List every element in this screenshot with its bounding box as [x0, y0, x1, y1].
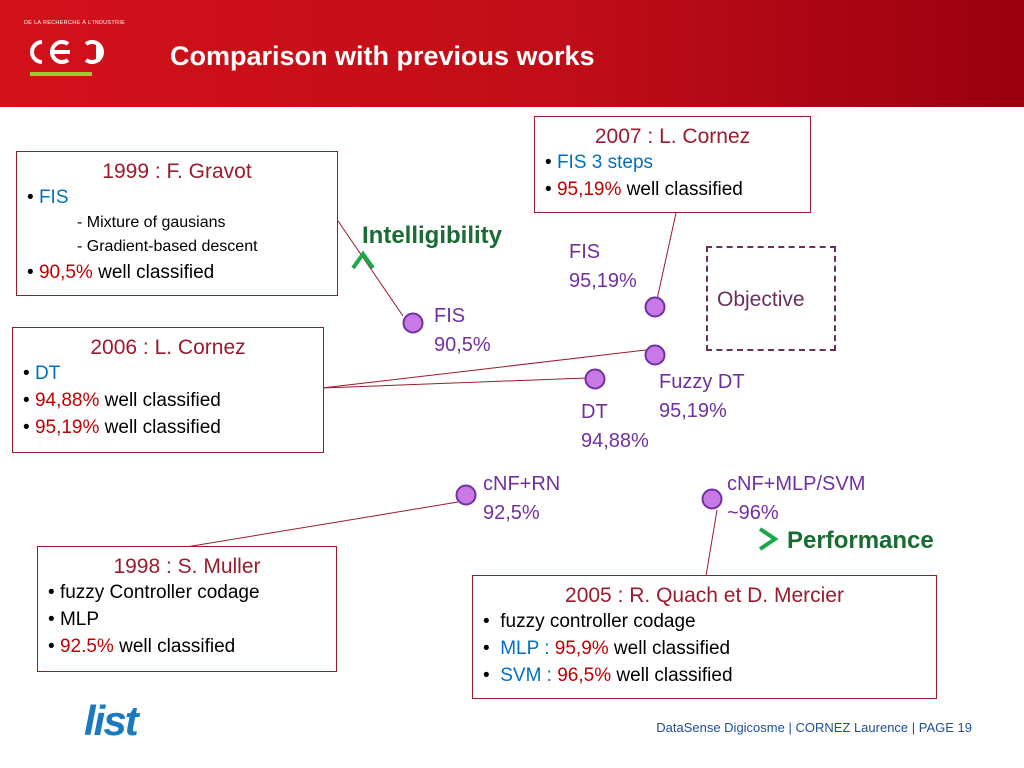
box-line-fis: • FIS [27, 187, 69, 208]
box-line-1: • fuzzy controller codage [483, 611, 696, 632]
box-line-mlp: • MLP : 95,9% well classified [483, 638, 731, 659]
accuracy-value: 94,88% [34, 390, 100, 411]
fis-label: FIS 3 steps [556, 152, 654, 173]
objective-label: Objective [717, 288, 805, 311]
line-text: fuzzy Controller codage [59, 582, 260, 603]
svm-label: SVM : [500, 665, 558, 686]
cea-logo [30, 40, 104, 76]
line-text: MLP [59, 609, 100, 630]
point-fis-2007 [644, 296, 666, 318]
list-logo: list [84, 702, 143, 738]
connector-muller [185, 501, 459, 548]
accuracy-value: 92.5% [59, 636, 114, 657]
point-label-cnf-mlp-svm: cNF+MLP/SVM ~96% [727, 470, 865, 528]
connector-gravot [335, 217, 404, 317]
box-muller-1998: 1998 : S. Muller • fuzzy Controller coda… [37, 546, 337, 672]
point-label-name: cNF+RN [483, 473, 561, 495]
line-text: fuzzy controller codage [500, 611, 696, 632]
box-quach-2005: 2005 : R. Quach et D. Mercier • fuzzy co… [472, 575, 937, 699]
point-label-value: 94,88% [581, 430, 649, 452]
point-label-dt: DT 94,88% [581, 398, 649, 456]
accuracy-value: 95,19% [34, 417, 100, 438]
box-line-accuracy-1: • 94,88% well classified [23, 390, 221, 411]
x-axis-label: Performance [787, 527, 934, 554]
box-title: 2006 : L. Cornez [90, 336, 246, 359]
accuracy-label: well classified [92, 262, 215, 283]
objective-box: Objective [706, 246, 836, 351]
box-cornez-2007: 2007 : L. Cornez • FIS 3 steps • 95,19% … [534, 116, 811, 213]
point-label-fis-2007: FIS 95,19% [569, 238, 637, 296]
box-line-fis: • FIS 3 steps [545, 152, 654, 173]
point-label-name: cNF+MLP/SVM [727, 473, 866, 495]
point-label-fuzzy-dt: Fuzzy DT 95,19% [659, 368, 745, 426]
connector-quach [705, 509, 718, 577]
page-title: Comparison with previous works [170, 41, 595, 71]
accuracy-value: 96,5% [557, 665, 612, 686]
accuracy-label: well classified [113, 636, 236, 657]
box-title: 1998 : S. Muller [113, 555, 261, 578]
box-line-accuracy: • 92.5% well classified [48, 636, 236, 657]
box-title: 1999 : F. Gravot [102, 160, 252, 183]
accuracy-label: well classified [99, 390, 221, 411]
point-label-name: Fuzzy DT [659, 371, 745, 393]
svg-text:list: list [84, 702, 141, 738]
point-fuzzy-dt [644, 344, 666, 366]
point-label-fis-1999: FIS 90,5% [434, 302, 491, 360]
accuracy-label: well classified [99, 417, 221, 438]
header-bar: DE LA RECHERCHE À L'INDUSTRIE Comparison… [0, 0, 1024, 107]
mlp-label: MLP : [500, 638, 555, 659]
box-sub-gradient: - Gradient-based descent [77, 238, 258, 255]
cea-tagline: DE LA RECHERCHE À L'INDUSTRIE [24, 20, 126, 26]
point-cnf-mlp-svm [701, 488, 723, 510]
point-label-value: 92,5% [483, 502, 540, 524]
point-label-value: 90,5% [434, 334, 491, 356]
box-title: 2007 : L. Cornez [594, 125, 751, 148]
connector-cornez2006-fuzzydt [321, 349, 647, 389]
y-axis-arrowhead [351, 250, 375, 270]
point-dt [584, 368, 606, 390]
point-label-value: ~96% [727, 502, 779, 524]
dt-label: DT [34, 363, 61, 384]
box-line-dt: • DT [23, 363, 61, 384]
accuracy-label: well classified [611, 665, 733, 686]
box-line-accuracy: • 90,5% well classified [27, 262, 215, 283]
box-line-1: • fuzzy Controller codage [48, 582, 260, 603]
box-line-accuracy-2: • 95,19% well classified [23, 417, 221, 438]
point-label-name: DT [581, 401, 608, 423]
x-axis-arrowhead [758, 527, 779, 551]
accuracy-value: 95,19% [556, 179, 622, 200]
box-line-2: • MLP [48, 609, 100, 630]
connector-cornez2007 [655, 212, 677, 305]
box-gravot-1999: 1999 : F. Gravot • FIS - Mixture of gaus… [16, 151, 338, 296]
point-label-value: 95,19% [569, 270, 637, 292]
fis-label: FIS [38, 187, 69, 208]
point-label-name: FIS [569, 241, 601, 263]
box-title: 2005 : R. Quach et D. Mercier [565, 584, 844, 607]
footer-text: DataSense Digicosme | CORNEZ Laurence | … [656, 720, 972, 735]
box-cornez-2006: 2006 : L. Cornez • DT • 94,88% well clas… [12, 327, 324, 453]
point-fis-1999 [402, 312, 424, 334]
point-label-cnf-rn: cNF+RN 92,5% [483, 470, 560, 528]
accuracy-label: well classified [621, 179, 743, 200]
accuracy-label: well classified [608, 638, 731, 659]
box-sub-mixture: - Mixture of gausians [77, 214, 226, 231]
point-cnf-rn [455, 484, 477, 506]
box-line-svm: • SVM : 96,5% well classified [483, 665, 733, 686]
point-label-name: FIS [434, 305, 466, 327]
y-axis-label: Intelligibility [362, 222, 503, 249]
accuracy-value: 90,5% [38, 262, 93, 283]
accuracy-value: 95,9% [554, 638, 609, 659]
point-label-value: 95,19% [659, 400, 727, 422]
connector-cornez2006-dt [321, 377, 587, 389]
box-line-accuracy: • 95,19% well classified [545, 179, 743, 200]
